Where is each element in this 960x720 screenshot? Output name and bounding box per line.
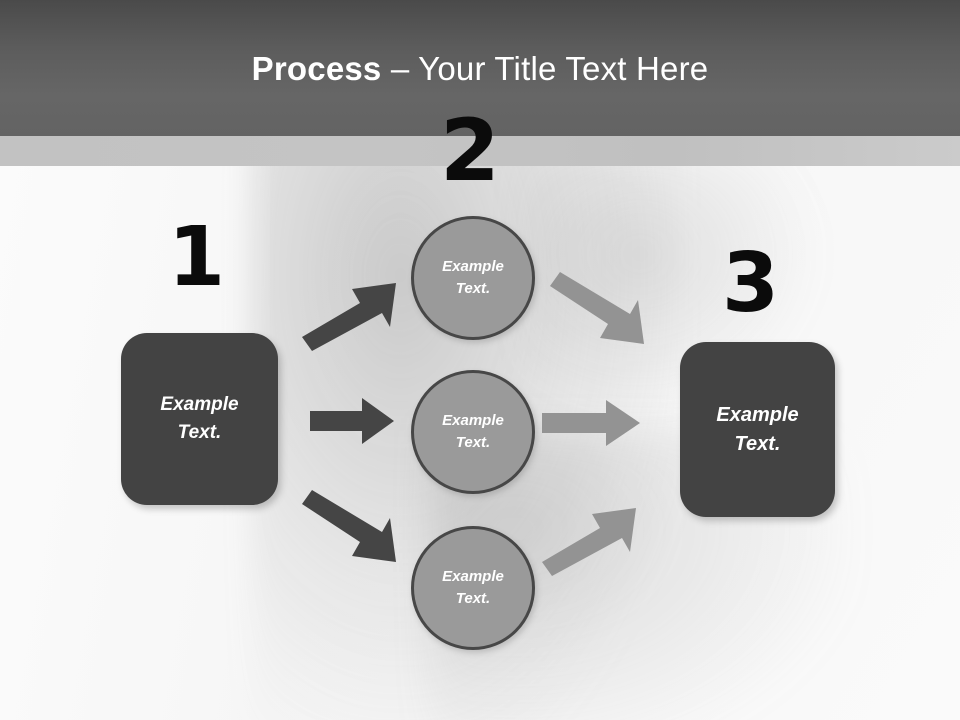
arrow-circle-middle-to-end xyxy=(542,400,640,446)
page-title: Process – Your Title Text Here xyxy=(0,50,960,88)
page-title-light: – Your Title Text Here xyxy=(381,50,709,87)
arrow-start-to-circle-top xyxy=(302,283,396,351)
process-circle-3-line-2: Text. xyxy=(455,590,491,607)
process-circle-2-line-1: Example xyxy=(442,411,504,429)
process-circle-1-line-1: Example xyxy=(442,257,504,275)
process-circle-2-line-2: Text. xyxy=(455,434,491,451)
start-node-line-2: Text. xyxy=(177,422,222,443)
end-node[interactable]: Example Text. xyxy=(680,342,835,517)
arrow-start-to-circle-bottom xyxy=(302,490,396,562)
step-number-2: 2 xyxy=(440,101,500,201)
process-circle-3-line-1: Example xyxy=(442,567,504,585)
process-circle-2[interactable]: Example Text. xyxy=(411,370,535,494)
start-node[interactable]: Example Text. xyxy=(121,333,278,505)
end-node-line-2: Text. xyxy=(734,432,781,455)
process-circle-1[interactable]: Example Text. xyxy=(411,216,535,340)
step-number-3: 3 xyxy=(722,236,780,331)
process-circle-1-line-2: Text. xyxy=(455,280,491,297)
step-number-1: 1 xyxy=(168,210,226,305)
process-circle-3[interactable]: Example Text. xyxy=(411,526,535,650)
arrow-circle-top-to-end xyxy=(550,272,644,344)
page-title-strong: Process xyxy=(251,50,382,87)
header-accent-band xyxy=(0,136,960,166)
arrow-circle-bottom-to-end xyxy=(542,508,636,576)
arrow-start-to-circle-middle xyxy=(310,398,394,444)
header-band xyxy=(0,0,960,136)
start-node-line-1: Example xyxy=(160,394,239,416)
end-node-line-1: Example xyxy=(716,403,799,426)
